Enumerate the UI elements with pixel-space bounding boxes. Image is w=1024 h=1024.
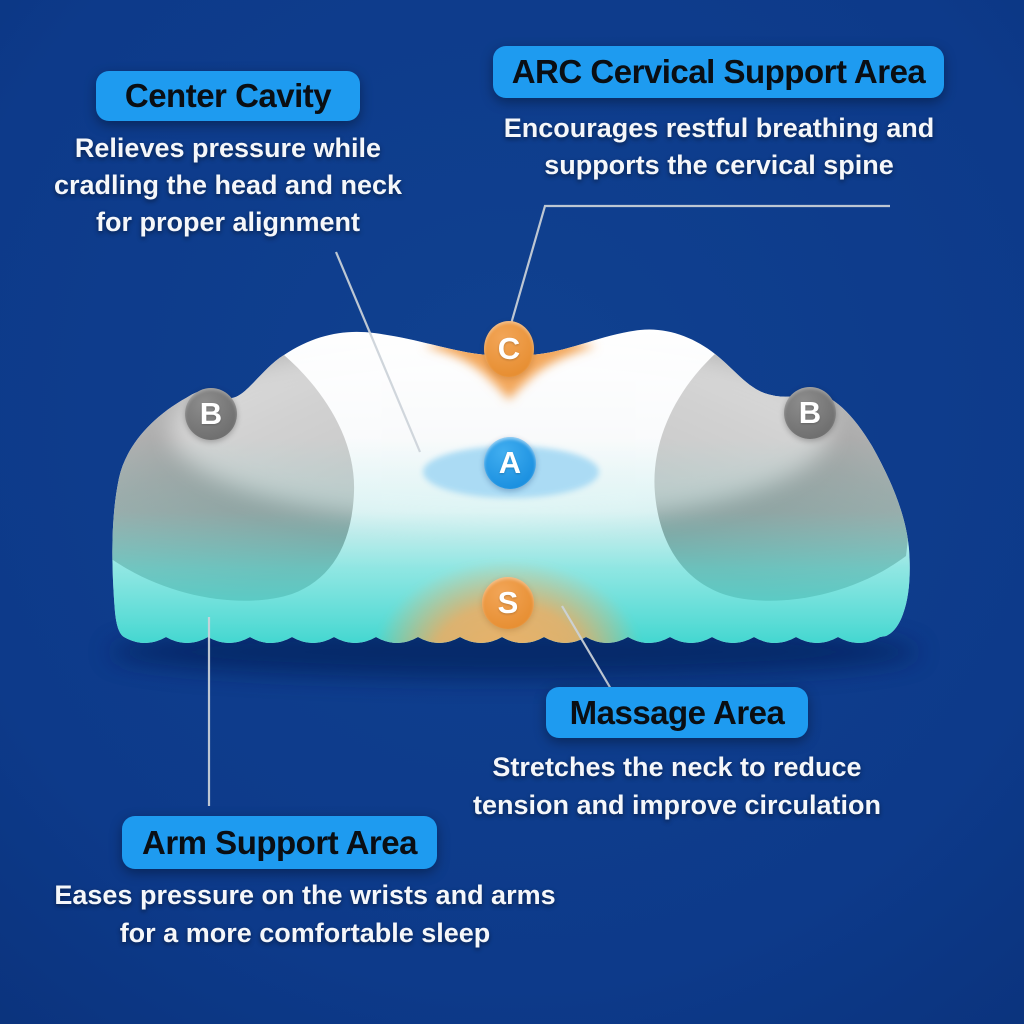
badge-b-right-letter: B (798, 395, 822, 430)
label-massage-area: Massage Area (546, 687, 808, 738)
description-center-cavity: Relieves pressure while cradling the hea… (28, 130, 428, 241)
description-arc-cervical-support: Encourages restful breathing and support… (479, 110, 959, 184)
label-center-cavity-text: Center Cavity (124, 77, 332, 114)
label-arm-support-area: Arm Support Area (122, 816, 437, 869)
badge-a-letter: A (498, 445, 522, 480)
connector-center-cavity (334, 251, 422, 453)
label-arm-support-area-text: Arm Support Area (142, 823, 417, 861)
description-line: Relieves pressure while (74, 133, 382, 163)
label-center-cavity: Center Cavity (96, 71, 360, 121)
description-line: for a more comfortable sleep (119, 918, 491, 948)
description-arm-support-area: Eases pressure on the wrists and arms fo… (25, 876, 585, 952)
description-line: supports the cervical spine (544, 150, 894, 180)
label-arc-cervical-support: ARC Cervical Support Area (493, 46, 944, 98)
label-massage-area-text: Massage Area (569, 693, 785, 731)
badge-b-right: B (784, 387, 836, 439)
connector-massage (561, 605, 612, 690)
description-line: Stretches the neck to reduce (492, 752, 862, 782)
badge-c: C (484, 321, 534, 377)
description-massage-area: Stretches the neck to reduce tension and… (437, 748, 917, 824)
description-line: cradling the head and neck (53, 170, 403, 200)
badge-b-left: B (185, 388, 237, 440)
badge-c-letter: C (497, 331, 521, 366)
badge-s-letter: S (497, 585, 519, 620)
description-line: Eases pressure on the wrists and arms (54, 880, 556, 910)
label-arc-cervical-support-text: ARC Cervical Support Area (511, 53, 926, 90)
massage-area-glow (373, 560, 643, 643)
badge-b-left-letter: B (199, 396, 223, 431)
badge-s: S (482, 577, 534, 629)
connector-arc-cervical (507, 204, 890, 332)
description-line: for proper alignment (95, 207, 360, 237)
description-line: Encourages restful breathing and (503, 113, 935, 143)
badge-a: A (484, 437, 536, 489)
description-line: tension and improve circulation (472, 790, 882, 820)
